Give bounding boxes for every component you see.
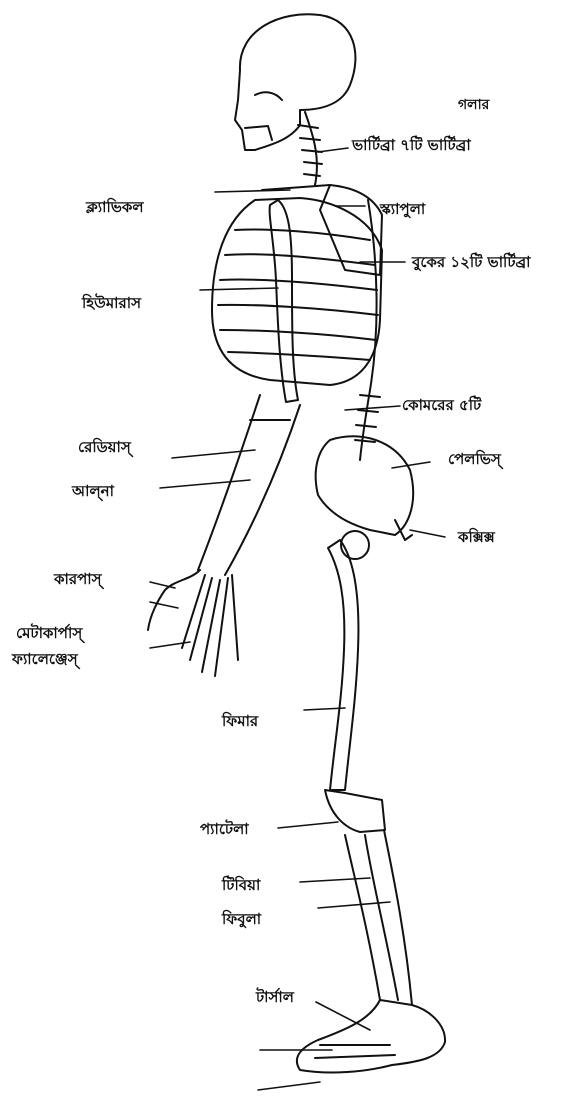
tibia-fibula [345,830,412,1005]
label-lumbar: কোমরের ৫টি [402,398,481,413]
pelvis [316,436,414,535]
label-phalanges: ফ্যালেঞ্জেস্ [12,652,78,667]
label-metacarpus: মেটাকার্পাস্ [16,626,82,641]
label-scapula: স্ক্যাপুলা [380,202,425,217]
label-neck-group: গলার [458,98,489,112]
label-femur: ফিমার [222,714,258,729]
label-fibula: ফিবুলা [222,912,261,927]
label-ulna: আল্‌না [72,484,114,499]
clavicle [262,185,330,190]
hand [148,570,238,676]
pointer-lines [150,148,445,1090]
label-chest-vertebrae: বুকের ১২টি ভার্টিব্রা [412,255,531,270]
label-patella: প্যাটেলা [200,822,249,837]
label-humerus: হিউমারাস [82,296,141,311]
femur [328,540,358,790]
label-radius: রেডিয়াস্ [78,440,131,455]
patella [325,790,385,832]
rib-cage [212,198,382,385]
label-pelvis: পেলভিস্ [448,452,501,467]
label-coccyx: কক্সিক্স [458,530,495,545]
label-clavicle: ক্ল্যাভিকল [86,200,144,215]
label-carpus: কারপাস্ [54,572,102,587]
skull [235,14,355,150]
forearm [198,395,300,575]
label-tarsal: টার্সাল [256,990,294,1005]
label-tibia: টিবিয়া [222,878,260,893]
label-neck-vertebra: ভার্টিব্রা ৭টি ভার্টিব্রা [352,138,471,153]
foot [297,1000,445,1072]
